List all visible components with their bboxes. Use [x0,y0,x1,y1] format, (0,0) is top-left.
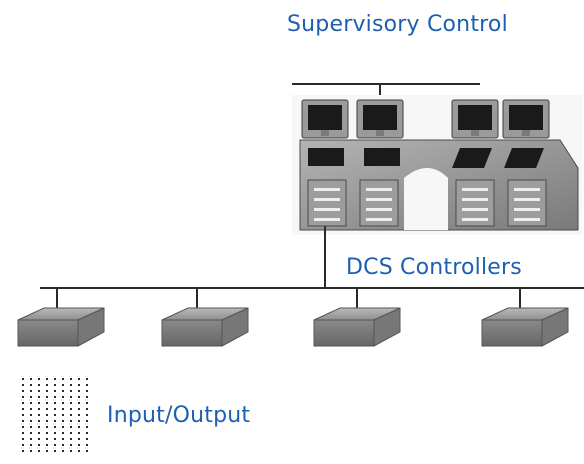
input-output-label: Input/Output [107,403,251,428]
upper-monitor-right-a [451,99,499,139]
dcs-controller-1 [17,307,105,347]
lower-screen-2 [364,148,400,166]
supervisory-control-label: Supervisory Control [287,12,508,37]
io-block-icon [22,378,88,452]
dcs-controller-3 [313,307,401,347]
upper-monitor-right-b [502,99,550,139]
lower-screen-3 [452,148,492,168]
upper-monitor-left [301,99,349,139]
upper-monitor-center [356,99,404,139]
operator-console-group [292,95,582,235]
dcs-controller-4 [481,307,569,347]
lower-screen-4 [504,148,544,168]
drawer-panel-4 [507,179,547,227]
drawer-panel-2 [359,179,399,227]
console-arch [404,168,448,230]
lower-screen-1 [308,148,344,166]
drawer-panel-1 [307,179,347,227]
drawer-panel-3 [455,179,495,227]
dcs-controller-2 [161,307,249,347]
dcs-controllers-label: DCS Controllers [346,255,522,280]
